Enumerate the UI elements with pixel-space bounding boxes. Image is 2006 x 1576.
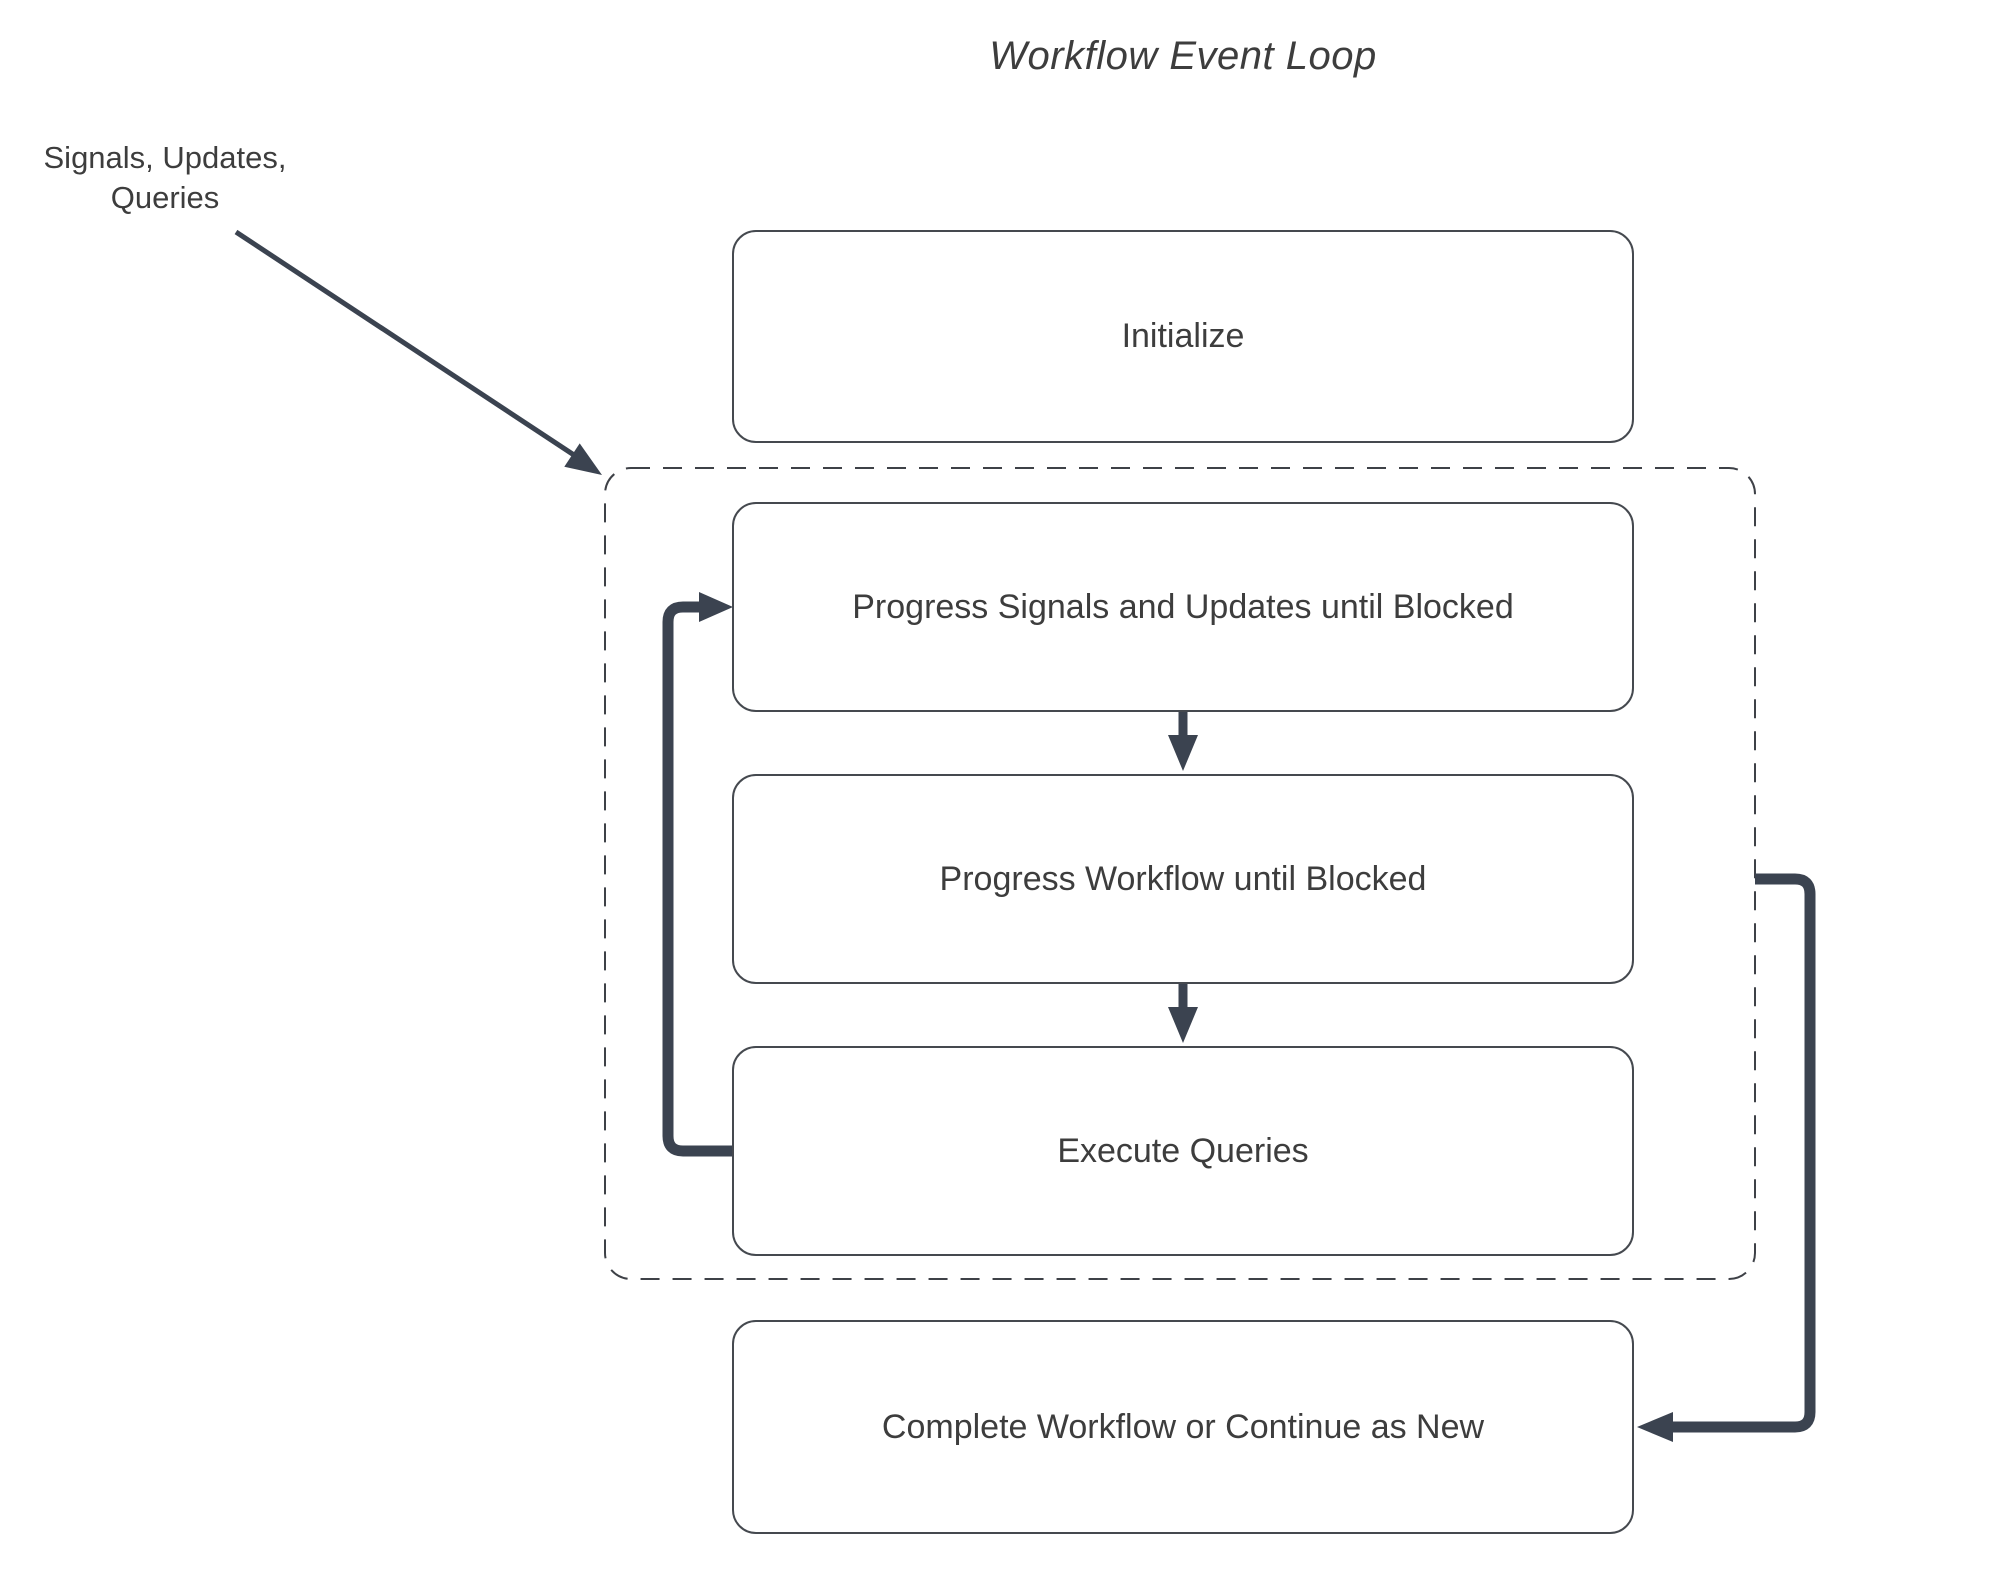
node-execute-queries: Execute Queries [732, 1046, 1634, 1256]
arrow-external-inputs-line [234, 229, 579, 460]
node-label: Complete Workflow or Continue as New [881, 1407, 1485, 1446]
down-arrow-head [1168, 1007, 1198, 1043]
node-label: Progress Workflow until Blocked [939, 859, 1427, 898]
loop-left-head [699, 592, 733, 622]
external-inputs-line-1: Signals, Updates, [43, 140, 287, 175]
loop-left-path [662, 601, 732, 1157]
node-complete-workflow: Complete Workflow or Continue as New [732, 1320, 1634, 1534]
arrow-execute-queries-to-progress-signals [662, 592, 733, 1157]
node-progress-signals-updates: Progress Signals and Updates until Block… [732, 502, 1634, 712]
diagram-title: Workflow Event Loop [989, 34, 1377, 78]
node-progress-workflow: Progress Workflow until Blocked [732, 774, 1634, 984]
external-inputs-label: Signals, Updates, Queries [10, 138, 320, 218]
arrow-progress-signals-to-progress-workflow [1168, 710, 1198, 771]
loop-right-head [1637, 1412, 1673, 1442]
node-initialize: Initialize [732, 230, 1634, 443]
arrow-progress-workflow-to-execute-queries [1168, 982, 1198, 1043]
down-arrow-head [1168, 735, 1198, 771]
external-inputs-line-2: Queries [110, 180, 220, 215]
node-label: Execute Queries [1057, 1131, 1309, 1170]
node-label: Progress Signals and Updates until Block… [852, 587, 1514, 626]
loop-right-path [1673, 873, 1816, 1433]
arrow-event-loop-to-complete-workflow [1637, 873, 1816, 1442]
arrow-external-inputs-to-event-loop [234, 229, 602, 475]
node-label: Initialize [1121, 317, 1245, 355]
arrow-external-inputs-head [564, 443, 602, 475]
